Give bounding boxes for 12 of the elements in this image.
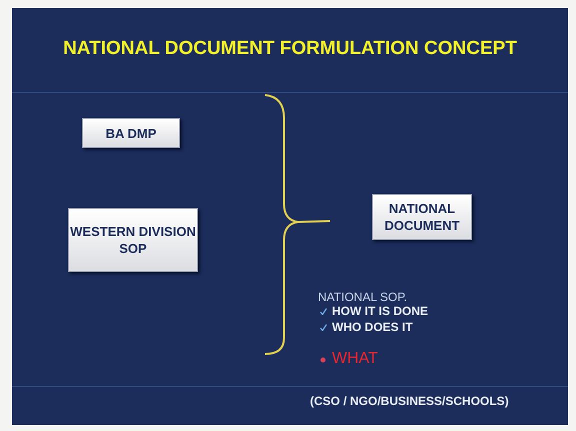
box-label: BA DMP: [106, 124, 156, 142]
list-item: HOW IT IS DONE: [332, 304, 428, 318]
box-label: WESTERN DIVISION SOP: [69, 223, 197, 257]
note-text: (CSO / NGO/BUSINESS/SCHOOLS): [310, 394, 509, 408]
slide-title: NATIONAL DOCUMENT FORMULATION CONCEPT: [62, 38, 518, 60]
list-item: WHO DOES IT: [332, 320, 413, 334]
list-item: WHAT: [332, 350, 378, 368]
list-heading: NATIONAL SOP.: [318, 290, 408, 304]
text-box: [82, 118, 180, 148]
box-label: NATIONAL DOCUMENT: [383, 200, 461, 234]
text-box: [372, 194, 472, 240]
text-box: [68, 208, 198, 272]
